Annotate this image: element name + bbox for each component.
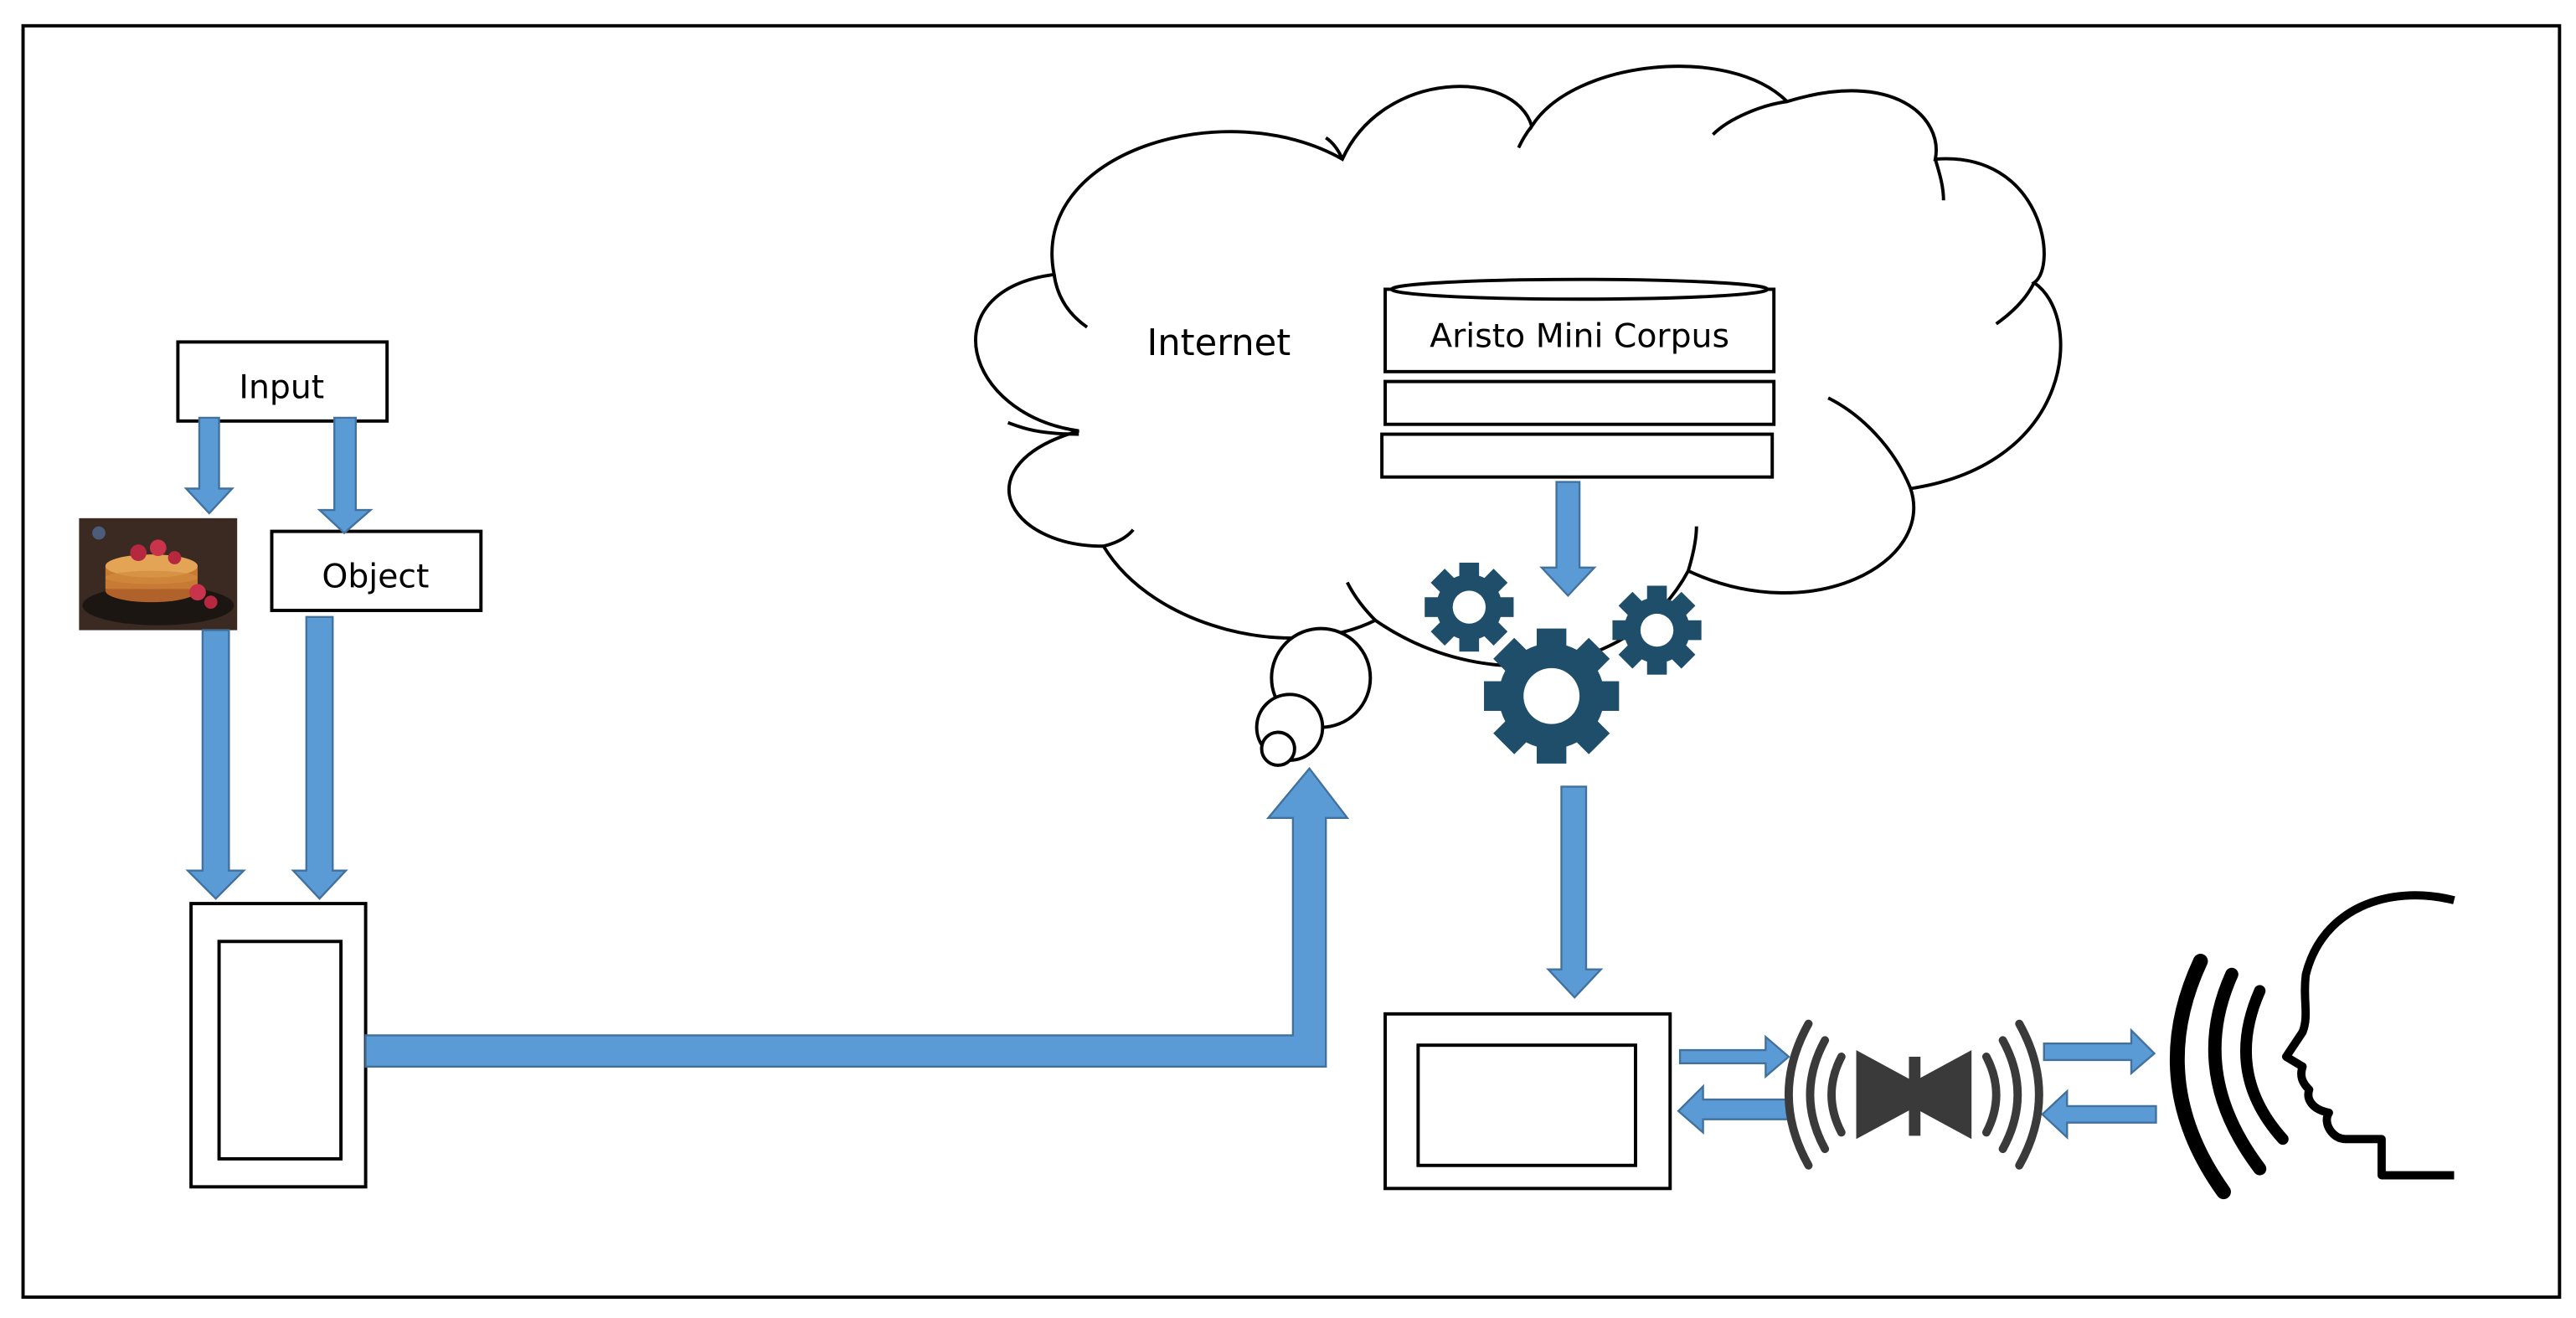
input-box xyxy=(176,340,389,423)
speaking-head-icon xyxy=(2170,891,2455,1200)
small-gear-right xyxy=(1612,585,1702,675)
arrow-input-to-object xyxy=(317,416,374,535)
tablet-device xyxy=(189,902,368,1189)
arrow-tablet-to-cloud xyxy=(364,766,1350,1068)
arrow-screen-to-speaker xyxy=(1678,1034,1790,1079)
pancake-photo xyxy=(79,517,238,631)
gears-icon xyxy=(1425,562,1702,764)
cloud-label: Internet xyxy=(1147,322,1291,364)
large-gear xyxy=(1484,628,1620,764)
object-label: Object xyxy=(322,557,429,595)
arrow-object-to-tablet xyxy=(291,615,348,900)
thought-bubbles xyxy=(1255,626,1373,767)
arrow-gears-to-screen xyxy=(1546,785,1604,999)
speaker-icon xyxy=(1784,1019,2043,1170)
arrow-photo-to-tablet xyxy=(185,629,246,900)
arrow-corpus-to-gears xyxy=(1539,481,1597,598)
screen-device xyxy=(1383,1012,1672,1191)
corpus-database xyxy=(1380,277,1776,479)
object-box xyxy=(270,529,483,612)
small-gear-left xyxy=(1425,562,1514,652)
arrow-speaker-to-head xyxy=(2043,1027,2156,1076)
input-label: Input xyxy=(239,368,324,406)
arrow-input-to-photo xyxy=(183,416,235,515)
arrow-head-to-speaker xyxy=(2041,1089,2157,1140)
corpus-label: Aristo Mini Corpus xyxy=(1430,317,1729,355)
arrow-speaker-to-screen xyxy=(1677,1084,1790,1135)
